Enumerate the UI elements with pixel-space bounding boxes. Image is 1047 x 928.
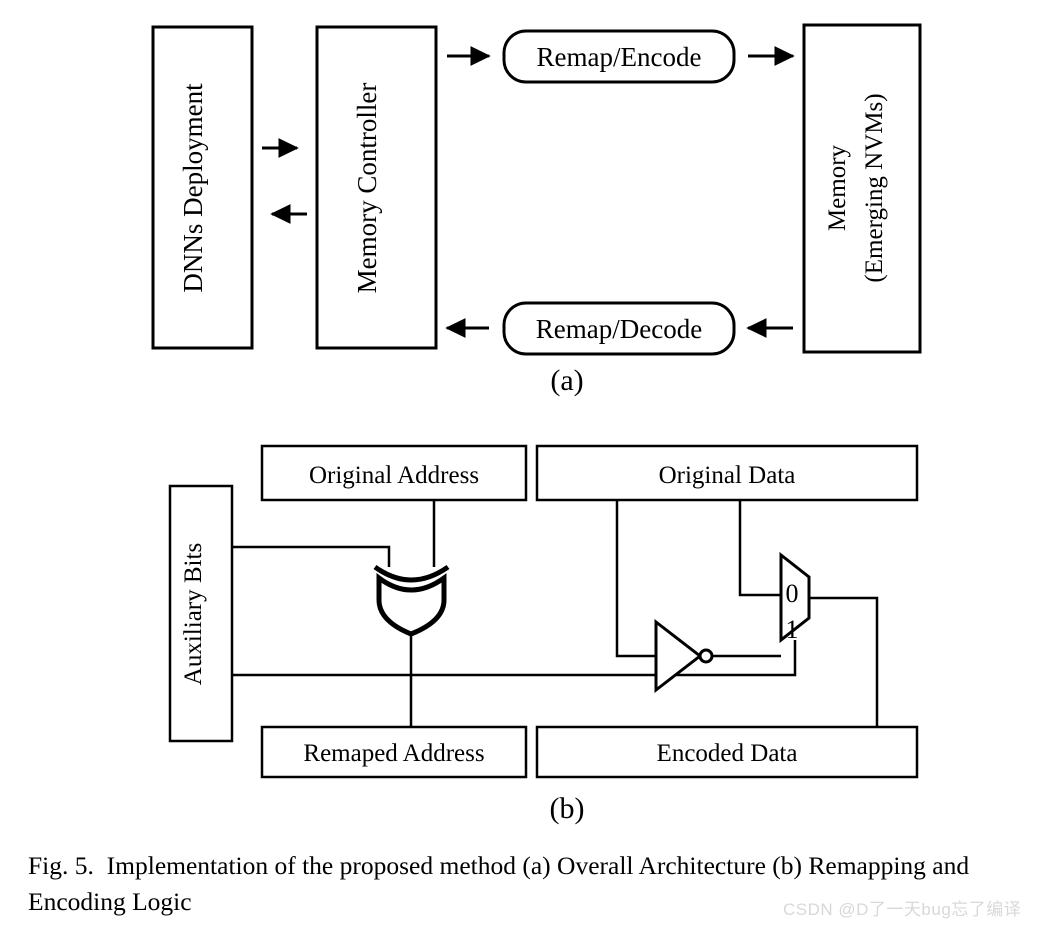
subfigure-label-b: (b) (550, 792, 585, 825)
mux-body (779, 551, 811, 644)
not-gate (654, 618, 714, 694)
wire-origdata-to-inverter (615, 500, 658, 658)
block-remaped-address-label: Remaped Address (303, 740, 484, 767)
block-auxiliary-bits: Auxiliary Bits (168, 484, 234, 743)
wire-mux-to-encodeddata (809, 596, 879, 727)
block-original-data: Original Data (535, 444, 919, 502)
block-remaped-address: Remaped Address (260, 725, 528, 779)
block-remap-decode-label: Remap/Decode (536, 314, 702, 344)
block-original-address: Original Address (260, 444, 528, 502)
not-gate-bubble (698, 648, 714, 664)
block-encoded-data-label: Encoded Data (657, 740, 798, 767)
wire-origdata-to-mux0 (738, 500, 781, 597)
block-memory-label-line1: Memory (824, 144, 851, 231)
mux: 0 1 (779, 551, 811, 644)
mux-port-0-label: 0 (786, 579, 799, 608)
not-gate-triangle (654, 618, 703, 694)
diagram-a-group: DNNs Deployment Memory Controller Remap/… (151, 23, 922, 397)
block-dnns-deployment: DNNs Deployment (151, 25, 254, 350)
block-original-address-label: Original Address (309, 462, 479, 489)
block-memory-controller-label: Memory Controller (352, 83, 382, 294)
block-encoded-data: Encoded Data (535, 725, 919, 779)
wire-aux-to-xor (232, 545, 391, 576)
subfigure-label-a: (a) (550, 364, 583, 397)
block-original-data-label: Original Data (659, 462, 796, 489)
mux-port-1-label: 1 (786, 615, 799, 644)
xor-gate-arc (373, 564, 450, 583)
block-memory-controller: Memory Controller (315, 25, 438, 350)
block-memory: Memory (Emerging NVMs) (802, 23, 922, 354)
wire-aux-to-mux-select (232, 640, 797, 677)
figure-number: Fig. 5. (28, 851, 94, 880)
figure-caption: Fig. 5. Implementation of the proposed m… (28, 848, 1018, 920)
csdn-watermark: CSDN @D了一天bug忘了编译 (783, 900, 1022, 919)
xor-gate-body (376, 573, 447, 637)
block-memory-label-line2: (Emerging NVMs) (861, 93, 888, 282)
figure-caption-text: Implementation of the proposed method (a… (28, 851, 970, 917)
block-remap-decode: Remap/Decode (502, 301, 736, 356)
block-auxiliary-bits-label: Auxiliary Bits (180, 543, 207, 685)
block-remap-encode: Remap/Encode (502, 29, 736, 84)
block-dnns-deployment-label: DNNs Deployment (178, 83, 208, 293)
diagram-b-group: Auxiliary Bits Original Address Original… (168, 444, 919, 825)
xor-gate (373, 564, 450, 637)
block-remap-encode-label: Remap/Encode (537, 42, 702, 72)
